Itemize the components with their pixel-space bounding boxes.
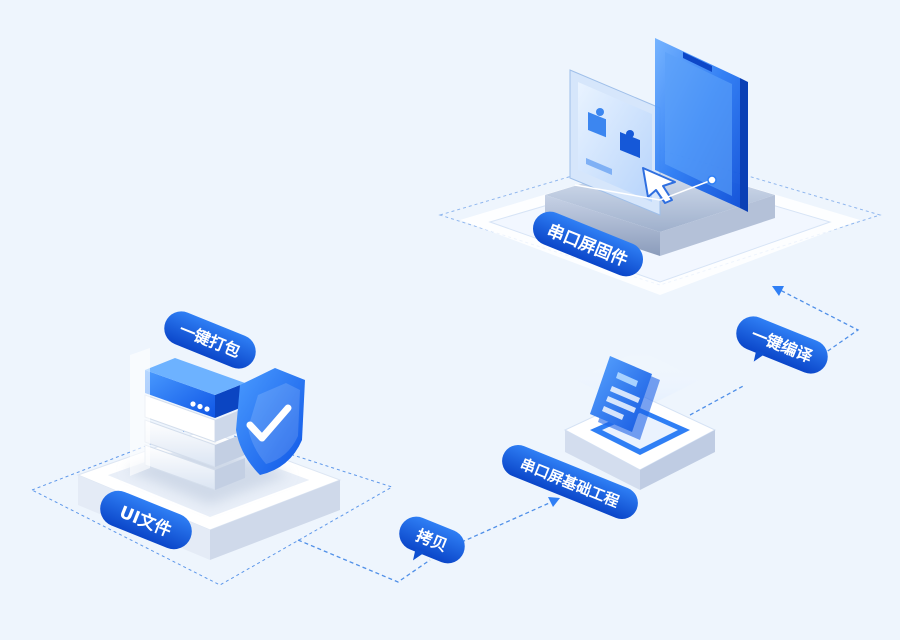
puzzle-icon	[588, 108, 640, 159]
checkmark-icon	[246, 404, 292, 442]
shield-icon	[236, 368, 305, 475]
monitor-icon	[569, 69, 661, 216]
copy-label: 拷贝	[399, 516, 465, 564]
server-icon	[130, 348, 245, 491]
firmware-node	[438, 38, 882, 295]
compile-label: 一键编译	[736, 316, 828, 374]
connector-lines	[297, 289, 860, 583]
cursor-icon	[642, 167, 676, 204]
connector-arrows	[548, 286, 784, 507]
document-icon	[590, 356, 660, 440]
phone-icon	[655, 38, 748, 212]
ui-files-node	[30, 348, 394, 586]
base-project-node	[563, 350, 717, 490]
